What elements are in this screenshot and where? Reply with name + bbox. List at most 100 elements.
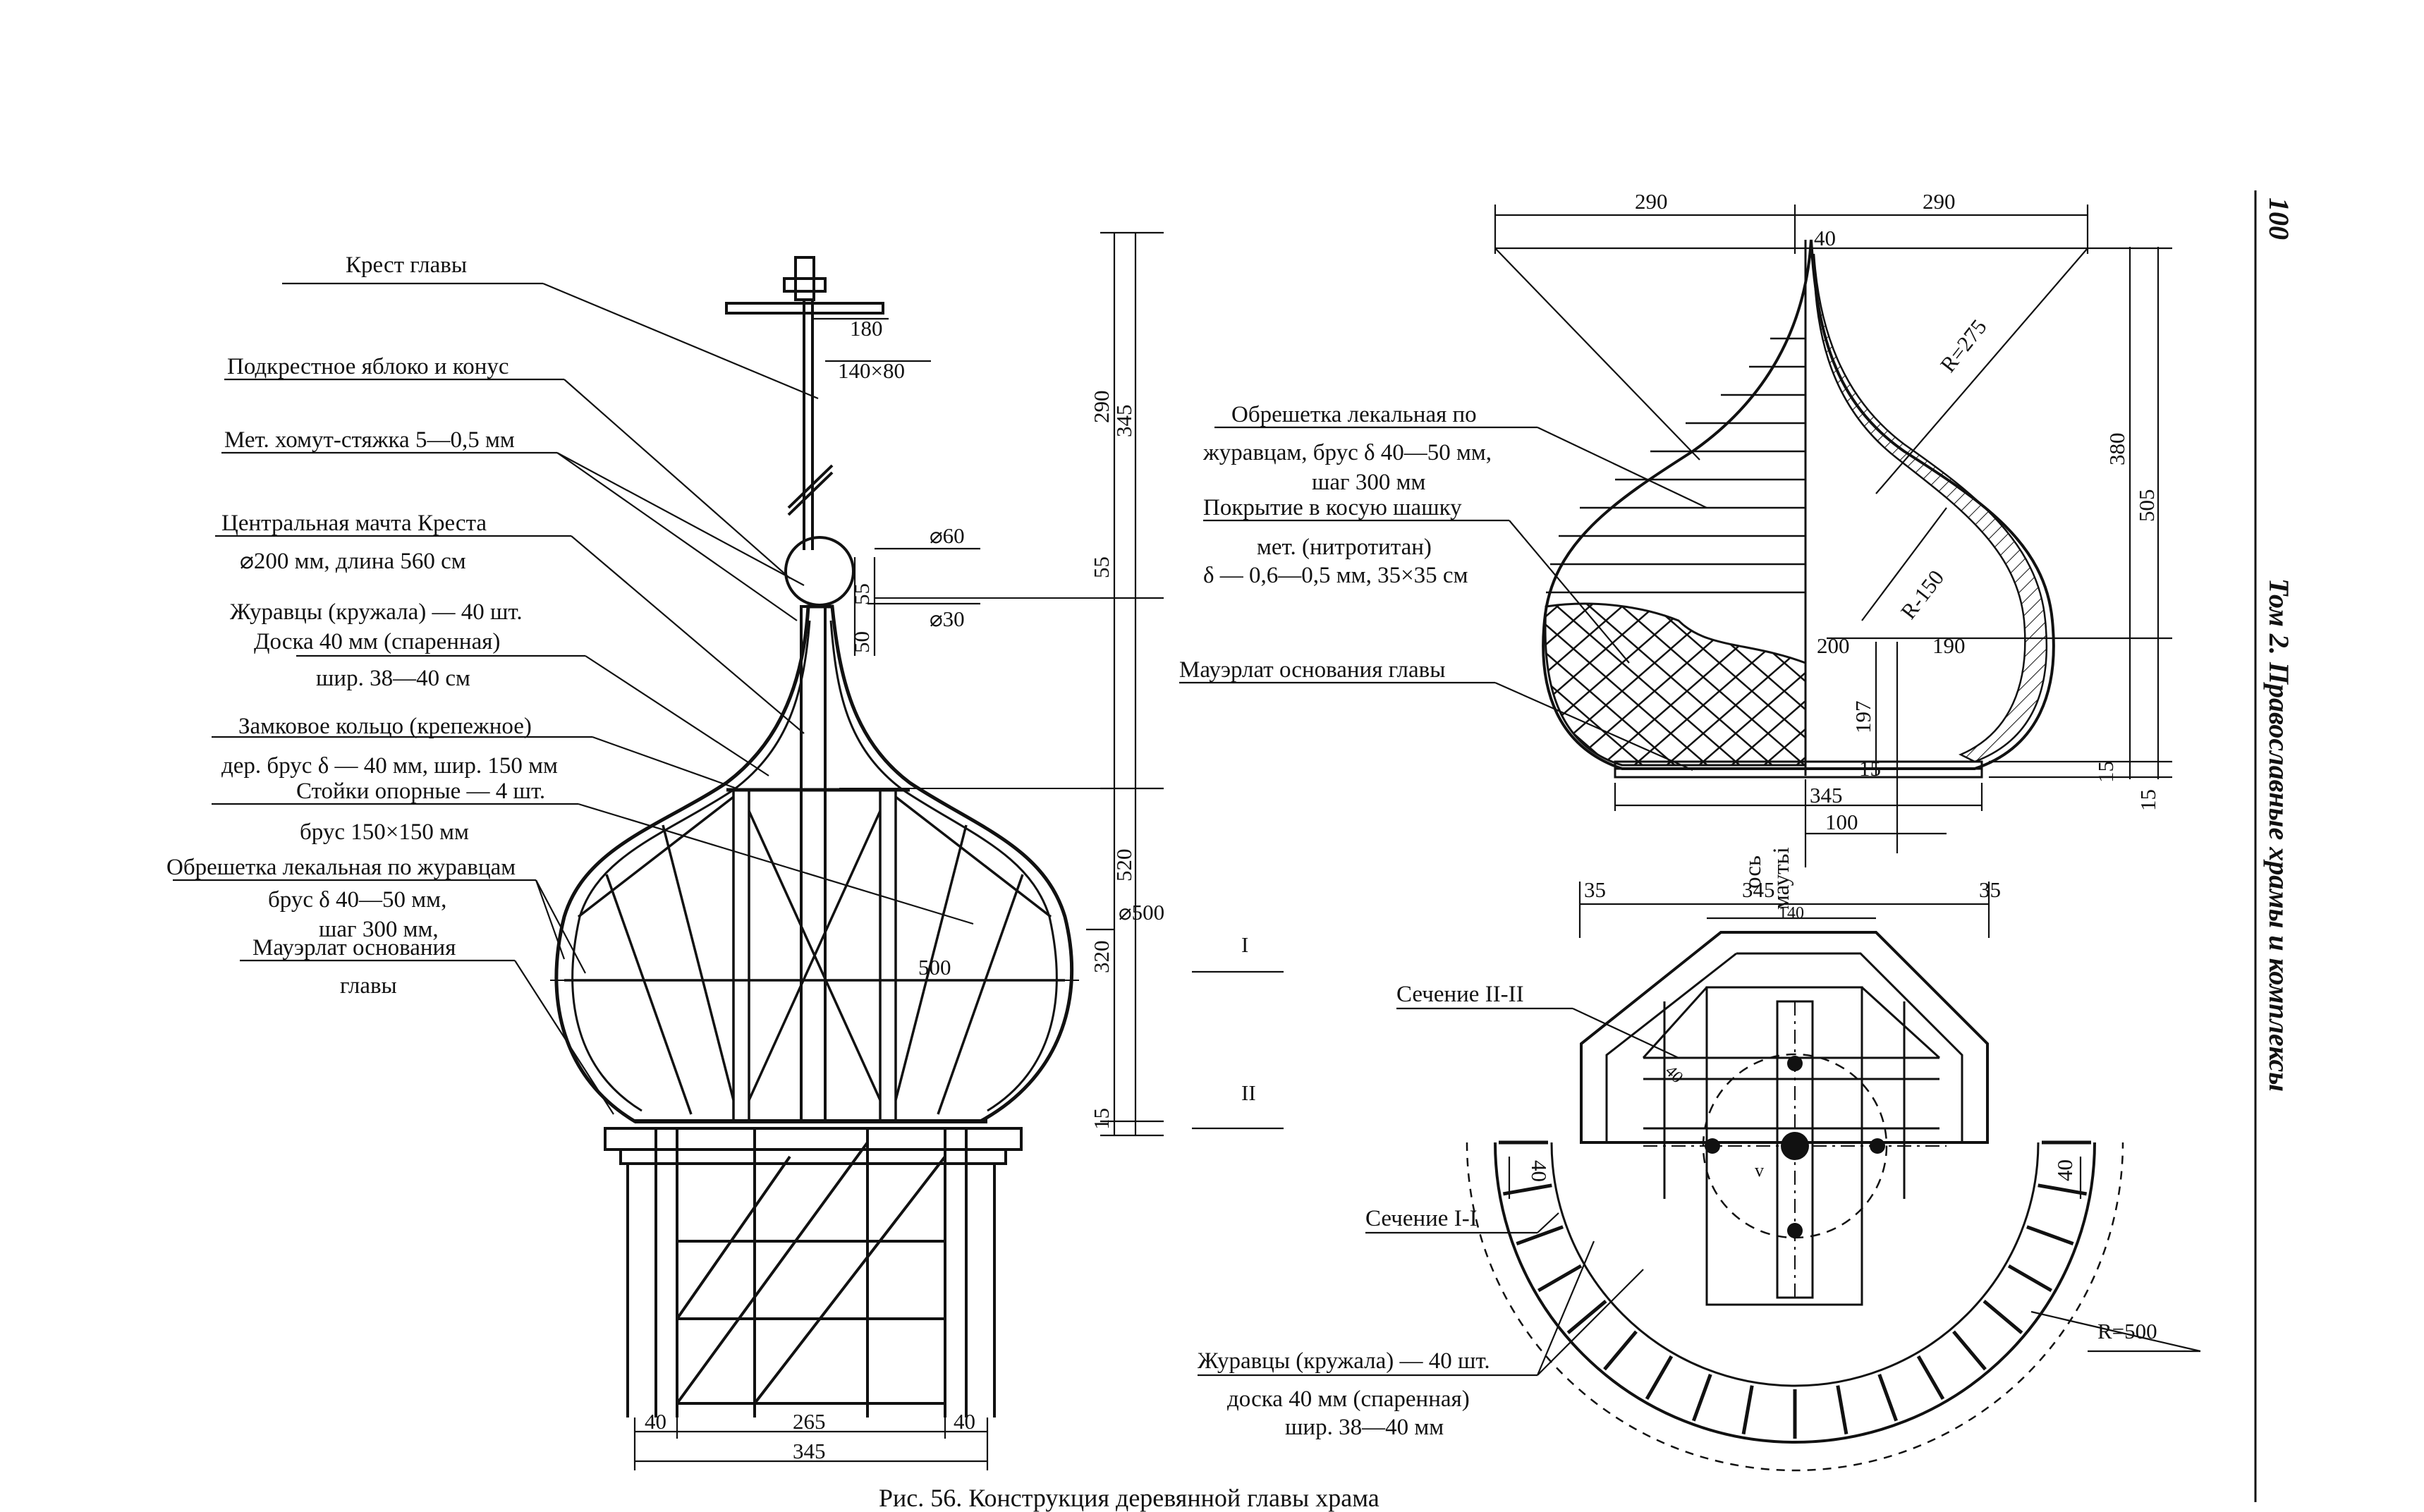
plan-leader-lines (1198, 1007, 1679, 1377)
dim-40-left: 40 (645, 1409, 666, 1434)
dim-40-ring-left: 40 (1527, 1160, 1552, 1182)
dim-345-plan: 345 (1742, 877, 1775, 902)
label-stoyki-2: брус 150×150 мм (300, 819, 469, 845)
dim-35-right: 35 (1979, 877, 2001, 902)
label-pokr-2: мет. (нитротитан) (1257, 535, 1432, 560)
half-dome-mauerlat (1614, 760, 1983, 779)
running-header: Том 2. Православные храмы и комплексы (2263, 578, 2295, 1092)
rib (1516, 1225, 1564, 1245)
label-obresh-1: Обрешетка лекальная по журавцам (166, 855, 516, 880)
dim-265: 265 (793, 1409, 826, 1434)
rib (1645, 1355, 1674, 1400)
label-khomut: Мет. хомут-стяжка 5—0,5 мм (224, 427, 515, 453)
rib (2038, 1183, 2088, 1196)
label-zamok-2: дер. брус δ — 40 мм, шир. 150 мм (221, 753, 558, 779)
dim-345: 345 (793, 1439, 826, 1463)
label-zhuravtsy-3: шир. 38—40 см (316, 666, 470, 691)
dome-section-hatch (1813, 253, 2048, 763)
dim-100: 100 (1825, 810, 1858, 834)
dim-35-left: 35 (1584, 877, 1606, 902)
label-zhuravtsy-1: Журавцы (кружала) — 40 шт. (230, 599, 523, 625)
dim-r150: R-150 (1896, 566, 1949, 624)
label-r-obresh-2: журавцам, брус δ 40—50 мм, (1202, 440, 1492, 465)
dim-55-vertical: 55 (1089, 556, 1114, 578)
dim-505: 505 (2134, 489, 2159, 523)
rib (2007, 1264, 2052, 1293)
dim-d30: ⌀30 (930, 606, 965, 631)
dim-500: 500 (918, 955, 951, 980)
cross-apple (784, 536, 855, 606)
label-machta-1: Центральная мачта Креста (221, 511, 487, 536)
label-pokr-3: δ — 0,6—0,5 мм, 35×35 см (1203, 563, 1468, 588)
dim-15-b: 15 (2093, 761, 2118, 783)
right-top-dimension-lines (1494, 205, 2172, 867)
label-obresh-3: шаг 300 мм, (319, 917, 439, 942)
label-r-obresh-1: Обрешетка лекальная по (1231, 402, 1477, 427)
dim-d60: ⌀60 (930, 523, 965, 548)
section-mark-I: I (1241, 932, 1248, 957)
rib (1537, 1264, 1583, 1293)
dim-40-ring-right: 40 (2052, 1159, 2077, 1181)
drum-structure (604, 1127, 1023, 1418)
label-plan-zh-2: доска 40 мм (спаренная) (1227, 1386, 1470, 1412)
octagon-inner (1605, 952, 1963, 1142)
dome-outline (554, 604, 1074, 1123)
rib (1502, 1183, 1552, 1196)
label-pokr-1: Покрытие в косую шашку (1203, 495, 1462, 520)
ring-section-dashed (1466, 1142, 2124, 1472)
dim-290-right: 290 (1923, 189, 1956, 214)
dim-140: 140 (1779, 904, 1804, 922)
dim-345-base: 345 (1810, 783, 1843, 807)
label-yabloko: Подкрестное яблоко и конус (227, 354, 509, 379)
left-dimension-lines (633, 231, 1284, 1470)
bolt-top (1787, 1056, 1803, 1071)
dim-520: 520 (1111, 849, 1136, 882)
bolt-right (1870, 1138, 1885, 1154)
ring-section-inner (1550, 1142, 2040, 1387)
label-obresh-2: брус δ 40—50 мм, (268, 887, 446, 913)
dim-290: 290 (1089, 391, 1114, 424)
label-machta-2: ⌀200 мм, длина 560 см (240, 549, 466, 574)
mast-section (1781, 1132, 1809, 1160)
rib (1603, 1330, 1638, 1371)
dim-180: 180 (850, 316, 883, 341)
label-zhuravtsy-2: Доска 40 мм (спаренная) (254, 629, 500, 654)
rib (2026, 1225, 2074, 1245)
dim-15: 15 (1089, 1108, 1114, 1130)
rib-section-lines (1499, 1140, 2091, 1439)
label-mauer-2: главы (340, 973, 397, 999)
page-number: 100 (2263, 197, 2295, 240)
half-dome-elevation (1542, 239, 2055, 779)
rib (1692, 1374, 1712, 1422)
section-mark-II: II (1241, 1080, 1256, 1105)
dim-345-vertical: 345 (1111, 405, 1136, 438)
dim-15-c: 15 (2136, 789, 2160, 811)
label-axis-2: маутьі (1769, 847, 1794, 910)
dim-197: 197 (1851, 701, 1875, 734)
support-posts (564, 788, 1065, 1123)
bolt-left (1705, 1138, 1720, 1154)
label-plan-zh-1: Журавцы (кружала) — 40 шт. (1198, 1348, 1490, 1374)
label-krest: Крест главы (346, 252, 467, 278)
dim-190: 190 (1932, 633, 1966, 658)
dim-50: 50 (849, 631, 874, 653)
rib (1916, 1355, 1945, 1400)
rib (1566, 1300, 1607, 1334)
scale-roof-covering (1544, 602, 1807, 767)
ring-section-outer (1494, 1142, 2096, 1444)
label-plan-zh-3: шир. 38—40 мм (1285, 1415, 1444, 1440)
dim-200: 200 (1817, 633, 1850, 658)
dim-40-top: 40 (1814, 226, 1836, 250)
dome-elevation-drawing (550, 256, 1157, 1418)
central-mast (800, 605, 827, 1123)
label-stoyki-1: Стойки опорные — 4 шт. (296, 779, 545, 804)
rib (1952, 1330, 1987, 1371)
octagon-outer (1580, 931, 1989, 1144)
dim-15-a: 15 (1859, 756, 1881, 781)
dim-290-left: 290 (1635, 189, 1668, 214)
label-zamok-1: Замковое кольцо (крепежное) (238, 714, 532, 739)
label-r-mauer: Мауэрлат основания главы (1179, 657, 1445, 683)
dim-d500: ⌀500 (1119, 900, 1164, 925)
plan-dimension-lines (1508, 882, 2201, 1353)
